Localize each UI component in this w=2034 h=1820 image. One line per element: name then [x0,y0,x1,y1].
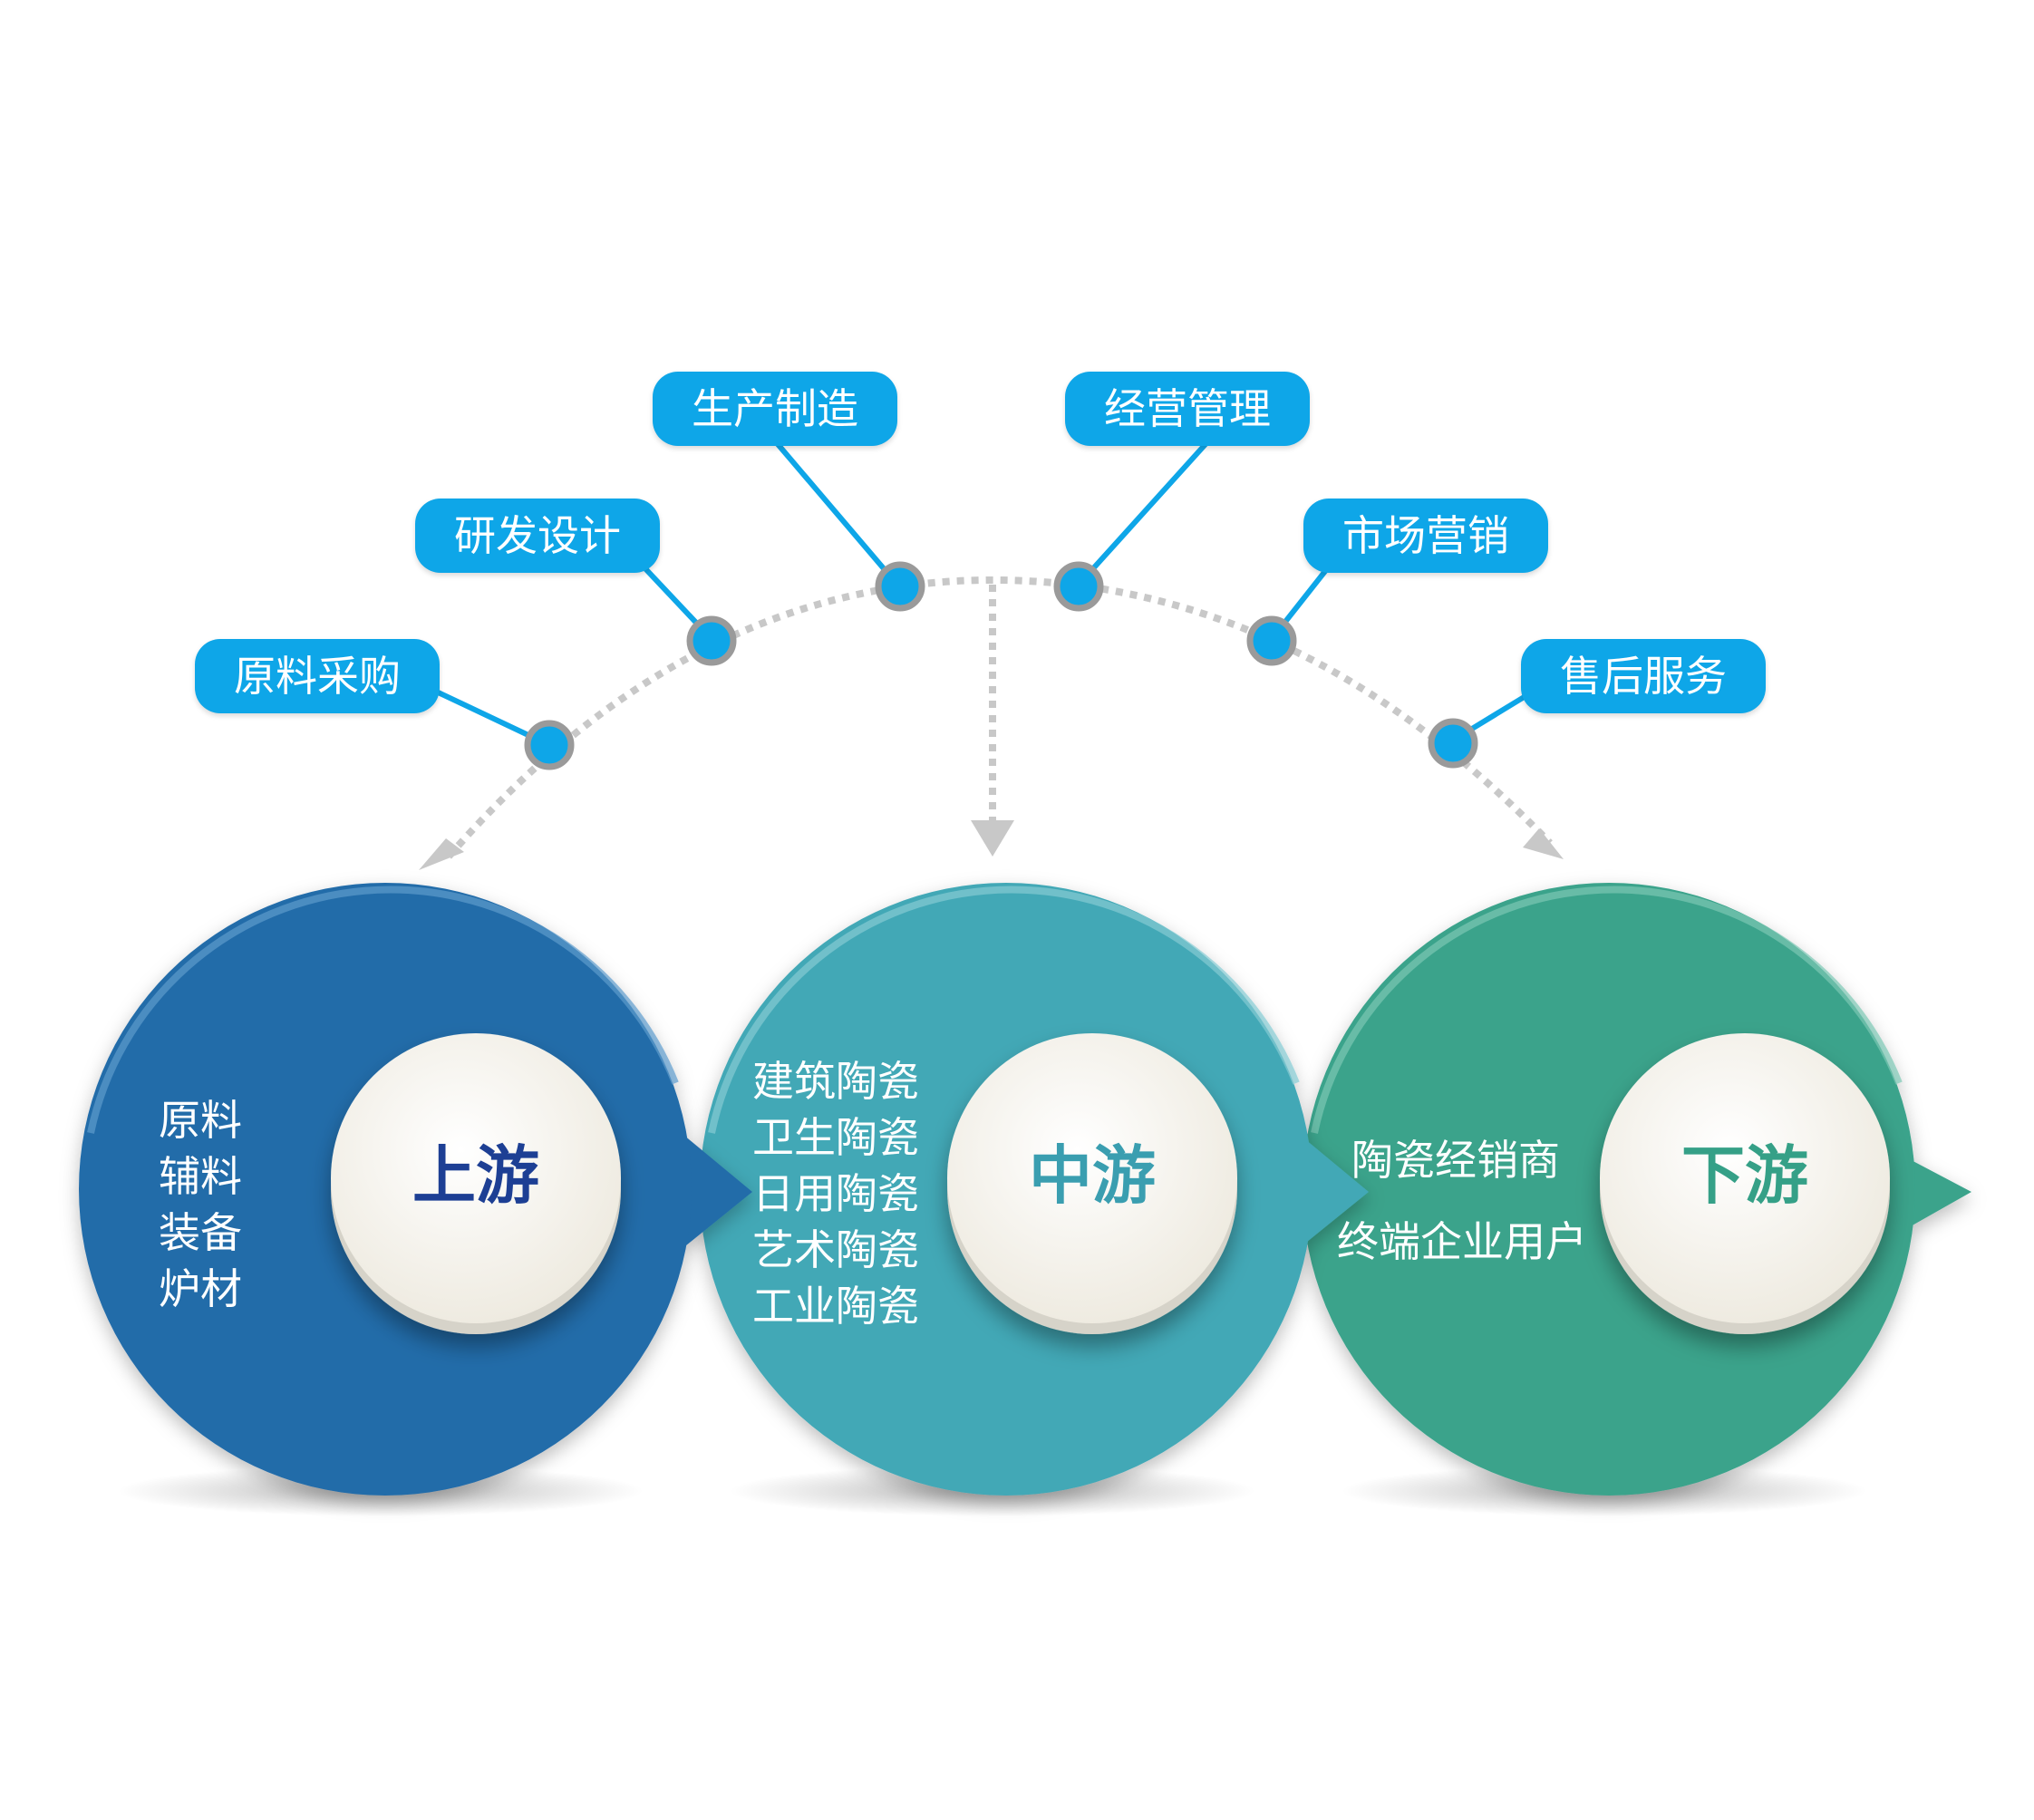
arrow-left-icon [419,838,464,870]
midstream-item: 卫生陶瓷 [752,1113,919,1162]
stage-title-downstream: 下游 [1681,1138,1808,1213]
node-after-sales [1428,718,1478,769]
midstream-item: 建筑陶瓷 [752,1057,919,1106]
upstream-item: 原料 [159,1096,242,1145]
arrow-right-icon [1523,828,1564,859]
node-rnd-design [686,615,737,666]
arc-nodes [524,561,1478,770]
downstream-item: 陶瓷经销商 [1351,1136,1560,1185]
downstream-items: 陶瓷经销商 终端企业用户 [1337,1119,1587,1283]
core-upstream [331,1033,621,1334]
core-midstream [947,1033,1237,1334]
upstream-item: 装备 [159,1208,242,1257]
tag-connectors [429,441,1532,748]
tag-rnd-design: 研发设计 [415,499,660,573]
midstream-item: 艺术陶瓷 [752,1225,919,1274]
upstream-item: 炉材 [159,1264,242,1313]
downstream-item: 终端企业用户 [1337,1217,1587,1266]
dotted-arc [445,576,1553,859]
tag-marketing: 市场营销 [1303,499,1548,573]
midstream-item: 日用陶瓷 [752,1169,919,1218]
midstream-item: 工业陶瓷 [752,1282,919,1331]
tag-production: 生产制造 [653,372,897,446]
tag-after-sales: 售后服务 [1521,639,1766,713]
tag-raw-purchase: 原料采购 [195,639,440,713]
flow-arc [419,576,1564,870]
node-marketing [1246,615,1297,666]
core-downstream [1600,1033,1890,1334]
stage-title-upstream: 上游 [412,1138,539,1213]
node-production [875,561,925,612]
node-raw-purchase [524,720,575,770]
upstream-items: 原料 辅料 装备 炉材 [159,1092,242,1317]
node-management [1053,561,1104,612]
arrow-center-icon [971,820,1014,857]
midstream-items: 建筑陶瓷 卫生陶瓷 日用陶瓷 艺术陶瓷 工业陶瓷 [752,1053,919,1334]
stage-title-midstream: 中游 [1029,1138,1156,1213]
upstream-item: 辅料 [159,1152,242,1201]
tag-management: 经营管理 [1065,372,1310,446]
